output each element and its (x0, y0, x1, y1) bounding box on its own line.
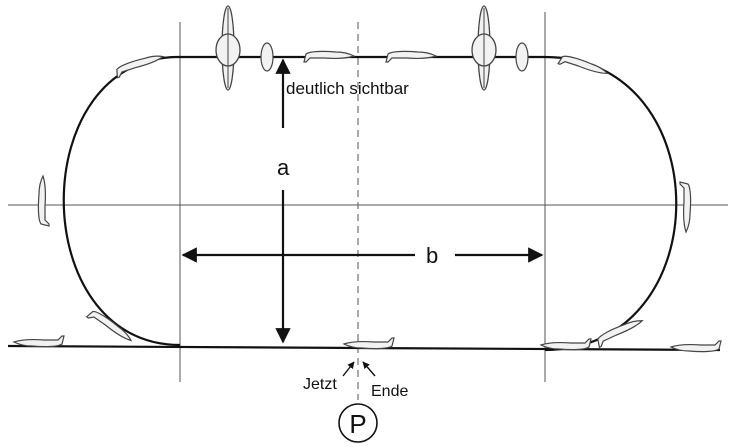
glider-silhouette-icon (594, 315, 646, 348)
reference-point-label: P (349, 409, 366, 439)
glider-silhouette-icon (557, 52, 610, 80)
arrow-jetzt (342, 361, 355, 377)
reference-point-circle (338, 403, 378, 443)
reference-lines (8, 12, 728, 400)
glider-silhouette-icon (13, 335, 65, 348)
visibility-label: deutlich sichtbar (286, 79, 409, 98)
aircraft-group (13, 5, 722, 353)
end-label: Ende (371, 383, 408, 400)
glider-silhouette-icon (86, 307, 135, 347)
glider-silhouette-icon (303, 50, 355, 63)
glider-silhouette-icon (670, 340, 722, 353)
glider-silhouette-icon (37, 175, 50, 227)
glider-silhouette-icon (343, 337, 395, 350)
glider-silhouette-icon (260, 42, 274, 72)
dimension-arrows (181, 58, 544, 377)
glider-silhouette-icon (540, 338, 592, 351)
glider-silhouette-icon (679, 181, 692, 233)
distance-a-label: a (277, 155, 290, 180)
reference-point: P (338, 403, 378, 443)
glider-silhouette-icon (215, 5, 241, 91)
arrow-ende (362, 361, 376, 377)
glider-silhouette-icon (471, 5, 497, 91)
distance-b-label: b (426, 243, 438, 268)
glider-silhouette-icon (515, 42, 529, 72)
now-label: Jetzt (303, 376, 337, 393)
flight-path (7, 55, 721, 352)
glider-silhouette-icon (385, 50, 437, 63)
